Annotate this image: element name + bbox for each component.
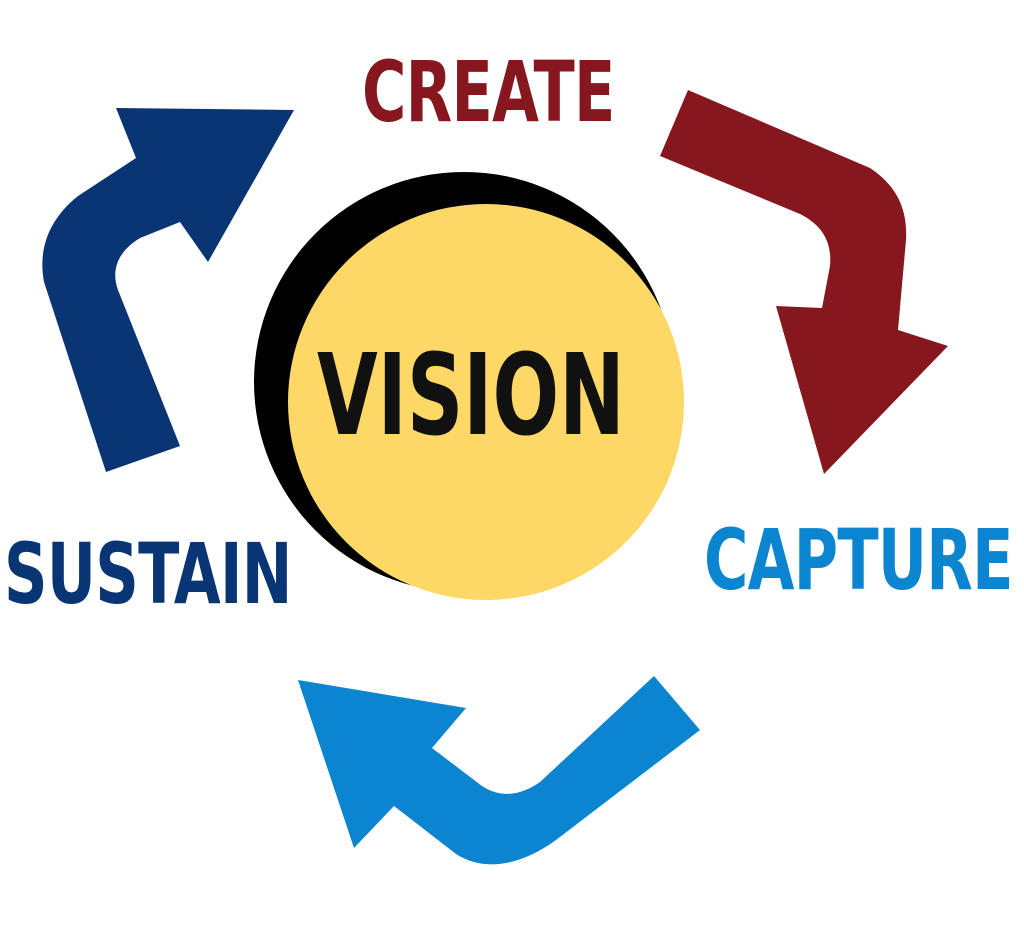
stage-label-sustain: SUSTAIN bbox=[4, 525, 292, 623]
stage-label-create: CREATE bbox=[362, 43, 615, 141]
stage-label-capture: CAPTURE bbox=[704, 511, 1013, 609]
arrow-create-to-capture bbox=[660, 90, 948, 474]
vision-circle bbox=[288, 204, 684, 600]
arrow-sustain-to-create bbox=[42, 108, 294, 472]
vision-label: VISION bbox=[317, 331, 625, 461]
arrow-capture-to-sustain bbox=[298, 676, 700, 865]
